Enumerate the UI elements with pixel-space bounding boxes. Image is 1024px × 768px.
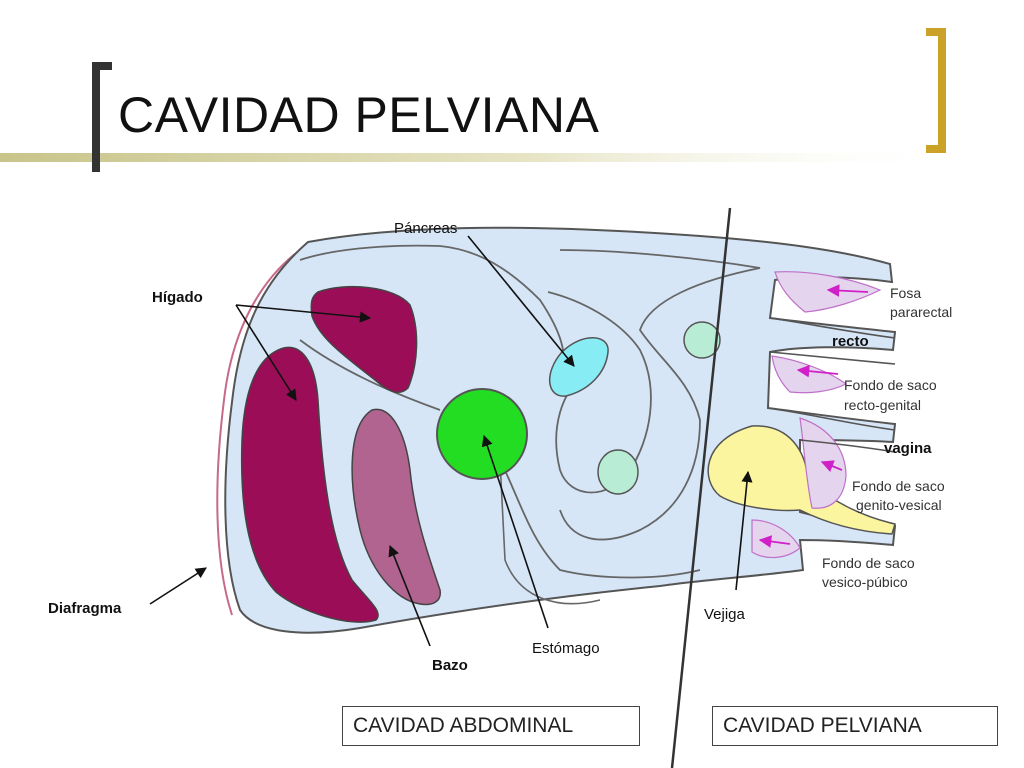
arrow-rectogenital — [796, 364, 839, 378]
label-rectogenital-2: recto-genital — [844, 397, 921, 413]
label-diaphragm: Diafragma — [48, 600, 122, 617]
label-vesicopubic-1: Fondo de saco — [822, 555, 915, 571]
title-underline-bar — [0, 153, 960, 162]
intestinal-loop — [559, 249, 761, 541]
spleen-shape — [351, 408, 441, 606]
label-genitovesical-2: genito-vesical — [856, 497, 942, 513]
liver-lower-lobe — [240, 346, 379, 623]
label-liver: Hígado — [152, 289, 203, 306]
pancreas-shape — [548, 337, 609, 397]
diaphragm-outline — [216, 249, 301, 616]
pelvic-cavity-box: CAVIDAD PELVIANA — [712, 706, 998, 746]
arrow-liver-lower — [235, 304, 297, 401]
arrow-pararectal — [826, 284, 869, 297]
arrow-stomach — [481, 434, 549, 629]
label-spleen: Bazo — [432, 657, 468, 674]
vagina-channel — [767, 407, 896, 453]
mesentery-lower — [299, 339, 701, 579]
intestine-section-upper — [683, 321, 721, 359]
vesicopubic-fossa — [751, 519, 801, 559]
label-stomach: Estómago — [532, 640, 600, 657]
label-pararectal-1: Fosa — [890, 285, 921, 301]
label-pararectal-2: pararectal — [890, 304, 952, 320]
left-bracket — [92, 62, 112, 172]
arrow-bladder — [735, 470, 753, 591]
label-bladder: Vejiga — [704, 606, 746, 623]
pointer-arrows — [149, 235, 753, 647]
fossa-arrows — [758, 284, 869, 548]
arrow-genitovesical — [820, 460, 843, 473]
arrow-liver-upper — [235, 304, 372, 323]
intestine-section-lower — [597, 449, 639, 495]
label-rectogenital-1: Fondo de saco — [844, 377, 937, 393]
arrow-diaphragm — [149, 567, 207, 605]
vessel-line — [499, 459, 601, 605]
liver-upper-lobe — [310, 285, 418, 394]
arrow-spleen — [388, 544, 431, 647]
label-vesicopubic-2: vesico-púbico — [822, 574, 908, 590]
label-genitovesical-1: Fondo de saco — [852, 478, 945, 494]
label-rectum: recto — [832, 333, 869, 350]
arrow-vesicopubic — [758, 535, 791, 548]
page-title: CAVIDAD PELVIANA — [118, 87, 600, 143]
mesentery-line — [299, 244, 565, 381]
arrow-pancreas — [467, 235, 575, 367]
abdominal-cavity-box: CAVIDAD ABDOMINAL — [342, 706, 640, 746]
label-vagina: vagina — [884, 440, 932, 457]
rectum-channel — [769, 317, 896, 365]
right-bracket — [926, 28, 946, 153]
cavity-division-line — [670, 207, 732, 768]
label-pancreas: Páncreas — [394, 220, 457, 237]
stomach-circle — [436, 388, 528, 480]
